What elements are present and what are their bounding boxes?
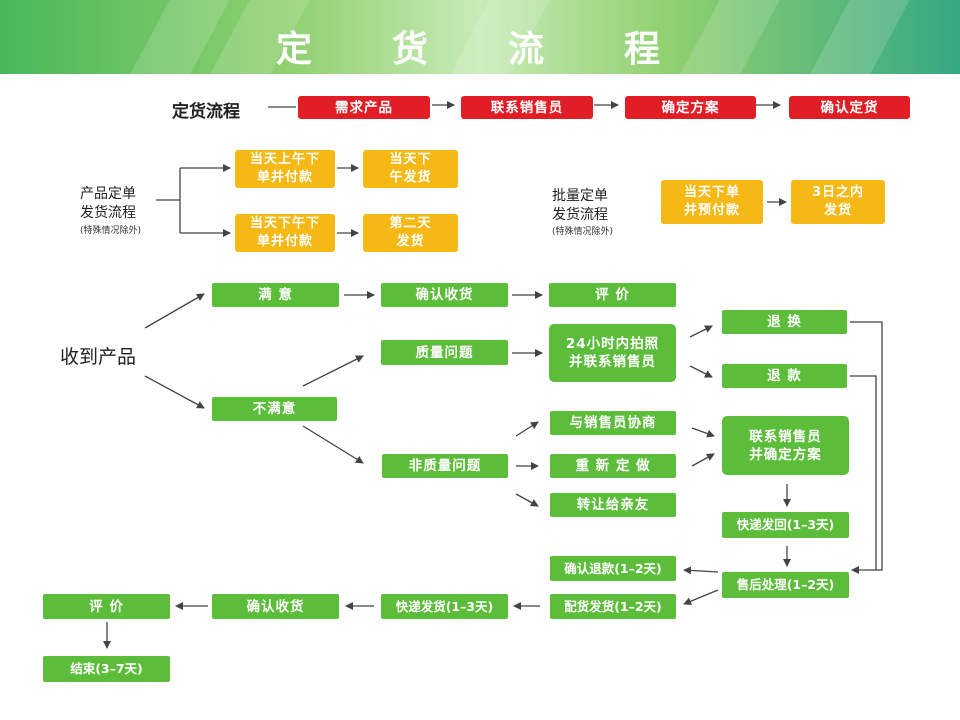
after-sales-box: 售后处理(1–2天) [722, 572, 849, 598]
bulk-order-label-2: 发货流程 [552, 207, 608, 223]
review-box: 评 价 [549, 283, 676, 307]
confirm-receipt-final-box: 确认收货 [212, 594, 339, 619]
transfer-box: 转让给亲友 [550, 493, 676, 517]
unsatisfied-box: 不满意 [212, 397, 337, 421]
negotiate-box: 与销售员协商 [550, 411, 676, 435]
order-flow-label: 定货流程 [172, 102, 240, 122]
express-return-box: 快递发回(1–3天) [722, 512, 849, 538]
title-banner: 定 货 流 程 [0, 0, 960, 74]
bulk-order-label-1: 批量定单 [552, 188, 608, 204]
product-order-note: (特殊情况除外) [80, 226, 142, 236]
receive-product-label: 收到产品 [60, 346, 137, 368]
contact-plan-box: 联系销售员 并确定方案 [722, 416, 849, 475]
product-order-label-1: 产品定单 [80, 186, 136, 202]
morning-order-pay: 当天上午下 单并付款 [235, 150, 335, 188]
title-char-4: 程 [624, 28, 663, 70]
satisfied-box: 满 意 [212, 283, 339, 307]
step-confirm-plan: 确定方案 [625, 96, 756, 119]
end-box: 结束(3–7天) [43, 656, 170, 682]
remake-box: 重 新 定 做 [550, 454, 676, 478]
confirm-refund-box: 确认退款(1–2天) [550, 556, 676, 581]
express-ship-box: 快递发货(1–3天) [381, 594, 508, 619]
title-char-1: 定 [276, 28, 315, 70]
afternoon-ship: 当天下 午发货 [363, 150, 458, 188]
non-quality-issue-box: 非质量问题 [382, 454, 508, 478]
exchange-box: 退 换 [722, 310, 847, 334]
step-confirm-order: 确认定货 [789, 96, 910, 119]
same-day-prepay: 当天下单 并预付款 [661, 180, 763, 224]
title-char-2: 货 [392, 28, 431, 70]
quality-issue-box: 质量问题 [381, 340, 508, 365]
ship-goods-box: 配货发货(1–2天) [550, 594, 676, 619]
afternoon-order-pay: 当天下午下 单并付款 [235, 214, 335, 252]
photo-contact-box: 24小时内拍照 并联系销售员 [549, 324, 676, 382]
confirm-receipt-box: 确认收货 [381, 283, 508, 307]
step-contact-sales: 联系销售员 [461, 96, 593, 119]
step-need-product: 需求产品 [298, 96, 430, 119]
title-char-3: 流 [508, 28, 547, 70]
bulk-order-note: (特殊情况除外) [552, 227, 614, 237]
next-day-ship: 第二天 发货 [363, 214, 458, 252]
refund-box: 退 款 [722, 364, 847, 388]
ship-within-3-days: 3日之内 发货 [791, 180, 885, 224]
review-final-box: 评 价 [43, 594, 170, 619]
product-order-label-2: 发货流程 [80, 205, 136, 221]
